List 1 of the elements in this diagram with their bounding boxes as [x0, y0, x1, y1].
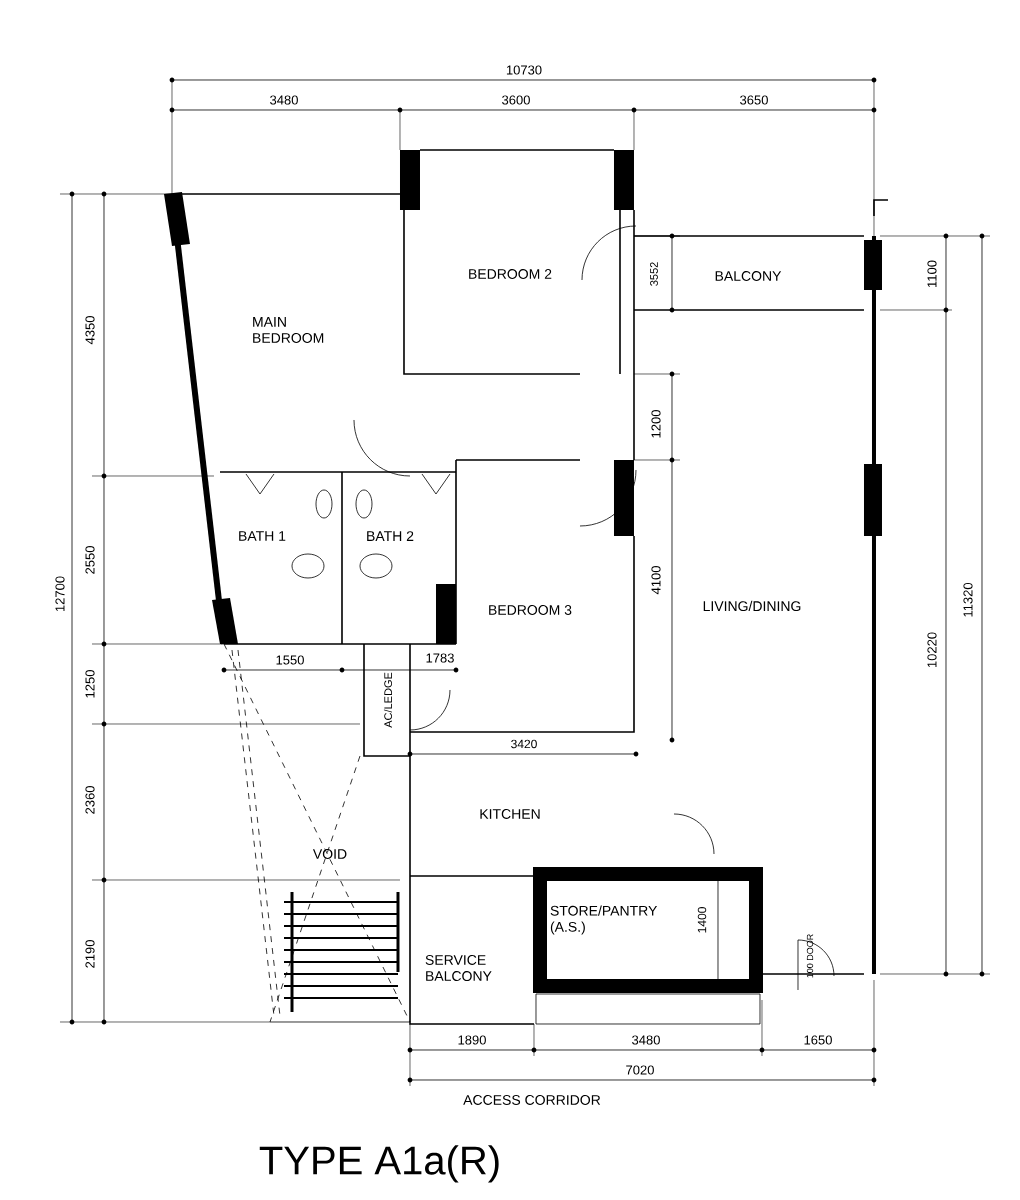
- plan-title: TYPE A1a(R): [259, 1145, 499, 1183]
